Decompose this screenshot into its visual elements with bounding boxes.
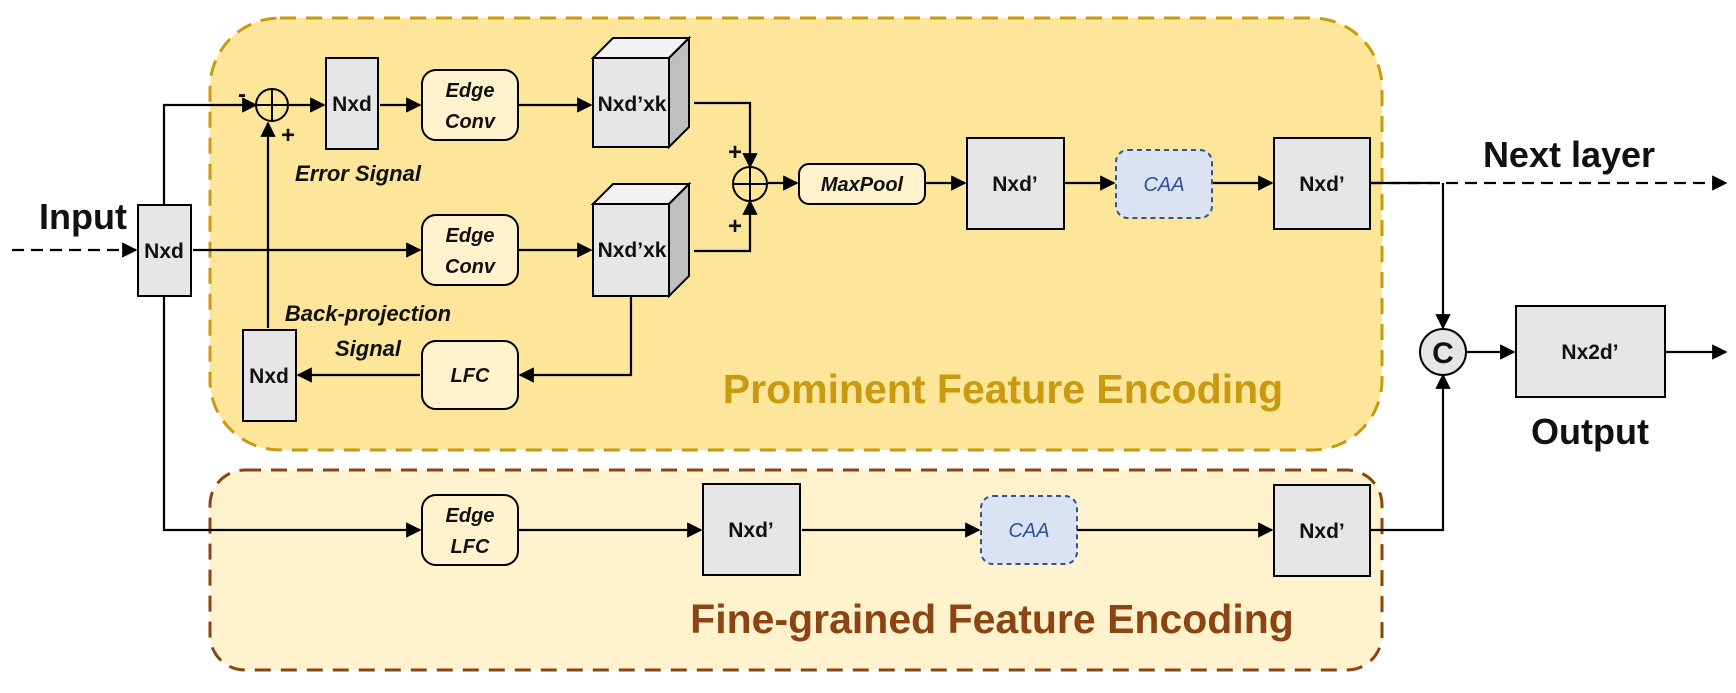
- prominent-nxd-label-2: Nxd’: [1299, 173, 1345, 196]
- fine-nxd-label-1: Nxd’: [728, 519, 774, 542]
- cube-mid-label: Nxd’xk: [598, 239, 667, 262]
- fine-nxd-label-2: Nxd’: [1299, 520, 1345, 543]
- prominent-nxd-block-1: Nxd’: [966, 137, 1065, 230]
- edge-conv-top-line1: Edge: [446, 80, 495, 102]
- edge-conv-mid-line1: Edge: [446, 225, 495, 247]
- maxpool-block: MaxPool: [798, 163, 926, 205]
- top-nxd-block: Nxd: [325, 57, 379, 150]
- backprojection-nxd-block: Nxd: [242, 329, 297, 422]
- edge-lfc-line1: Edge: [446, 505, 495, 527]
- fine-nxd-block-2: Nxd’: [1273, 484, 1371, 577]
- edge-lfc-block: Edge LFC: [421, 494, 519, 566]
- edge-lfc-line2: LFC: [451, 536, 490, 558]
- cube-mid-to-lfc-line: [518, 296, 633, 383]
- prominent-nxd-block-2: Nxd’: [1273, 137, 1371, 230]
- backprojection-label-line1: Back-projection: [285, 301, 451, 326]
- edge-conv-mid-line2: Conv: [445, 256, 497, 278]
- caa-top-block: CAA: [1115, 149, 1213, 219]
- cube-top-label: Nxd’xk: [598, 93, 667, 116]
- input-to-edgelfc-line: [162, 296, 422, 538]
- cube-top-to-sum-line: [694, 101, 758, 169]
- cube-mid-block: Nxd’xk: [590, 181, 692, 299]
- output-label: Output: [1531, 411, 1649, 452]
- backprojection-nxd-label: Nxd: [249, 365, 289, 388]
- plus-sign-sum-top: +: [728, 139, 742, 166]
- sum-operator-icon: [732, 166, 768, 202]
- prominent-region-title: Prominent Feature Encoding: [723, 366, 1283, 412]
- next-layer-label: Next layer: [1483, 134, 1655, 175]
- plus-sign-sum-bottom: +: [728, 213, 742, 240]
- input-label: Input: [39, 196, 127, 237]
- caa-bottom-label: CAA: [1008, 520, 1049, 542]
- edge-conv-top-line2: Conv: [445, 111, 497, 133]
- plus-sign-subtract: +: [281, 122, 295, 149]
- output-block-label: Nx2d’: [1561, 341, 1618, 364]
- concat-label: C: [1432, 337, 1454, 370]
- input-nxd-block: Nxd: [137, 204, 192, 297]
- input-nxd-label: Nxd: [144, 240, 184, 263]
- fine-grained-region-title: Fine-grained Feature Encoding: [690, 596, 1294, 642]
- prominent-nxd-label-1: Nxd’: [992, 173, 1038, 196]
- lfc-block: LFC: [421, 340, 519, 410]
- cube-top-block: Nxd’xk: [590, 35, 692, 150]
- input-to-subtract-line: [162, 97, 258, 205]
- fine-to-concat-line: [1370, 373, 1451, 532]
- subtract-operator-icon: [255, 88, 289, 122]
- caa-top-label: CAA: [1143, 174, 1184, 196]
- maxpool-label: MaxPool: [821, 174, 904, 196]
- cube-mid-to-sum-line: [694, 199, 758, 253]
- backprojection-label-line2: Signal: [335, 336, 402, 361]
- fine-nxd-block-1: Nxd’: [702, 483, 801, 576]
- error-signal-label: Error Signal: [295, 161, 422, 186]
- minus-sign: -: [238, 81, 246, 108]
- top-nxd-label: Nxd: [332, 93, 372, 116]
- edge-conv-mid: Edge Conv: [421, 214, 519, 286]
- concat-operator-icon: C: [1419, 328, 1467, 376]
- output-block: Nx2d’: [1515, 305, 1666, 398]
- edge-conv-top: Edge Conv: [421, 69, 519, 141]
- lfc-label: LFC: [451, 365, 490, 387]
- caa-bottom-block: CAA: [980, 495, 1078, 565]
